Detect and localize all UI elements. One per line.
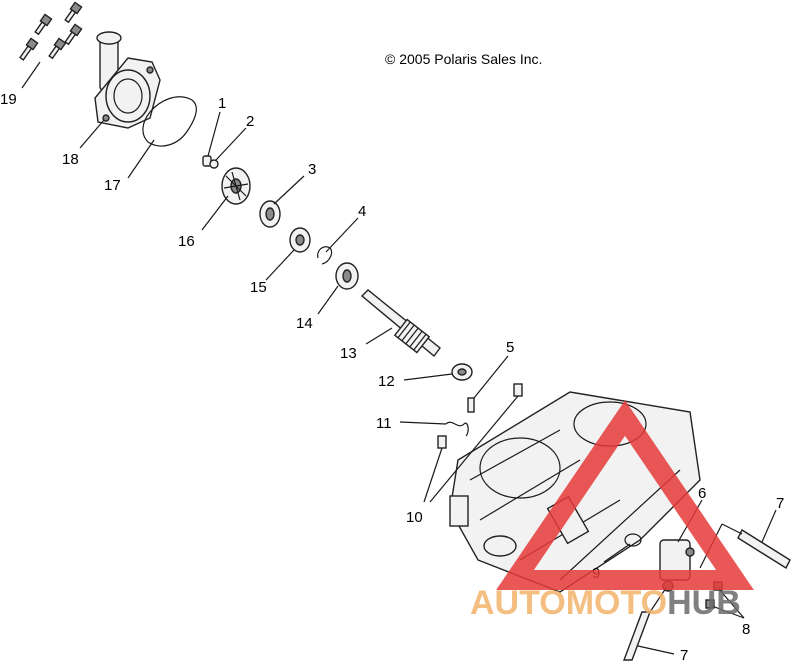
spring-part-11 (445, 421, 469, 437)
gasket (142, 96, 197, 147)
watermark-auto: AUTO (470, 584, 566, 622)
callout-7-upper: 7 (776, 495, 784, 512)
callout-7-lower: 7 (680, 647, 688, 664)
washer-part-2 (209, 159, 219, 169)
callout-18: 18 (62, 151, 79, 168)
callout-6: 6 (698, 485, 706, 502)
callout-13: 13 (340, 345, 357, 362)
callout-2: 2 (246, 113, 254, 130)
callout-17: 17 (104, 177, 121, 194)
pump-cover (94, 31, 161, 129)
callout-19: 19 (0, 91, 17, 108)
callout-10: 10 (406, 509, 423, 526)
callout-5: 5 (506, 339, 514, 356)
bolt-group (19, 1, 83, 61)
hose-upper (737, 528, 791, 570)
bearing-part-15 (289, 227, 311, 253)
callout-4: 4 (358, 203, 366, 220)
callout-1: 1 (218, 95, 226, 112)
callout-11: 11 (376, 415, 392, 432)
watermark-triangle-icon (496, 400, 754, 590)
impeller (221, 167, 251, 205)
callout-12: 12 (378, 373, 395, 390)
callout-15: 15 (250, 279, 267, 296)
seal-part-12 (451, 363, 473, 381)
watermark-text: AUTOMOTOHUB (470, 584, 741, 622)
clip-part-8b (705, 599, 715, 609)
snap-ring (317, 246, 333, 265)
watermark: AUTOMOTOHUB (470, 400, 754, 622)
bearing-part-14 (335, 262, 359, 290)
hose-line-lower (649, 587, 667, 613)
pump-shaft (360, 289, 441, 358)
hose-lower (622, 611, 652, 661)
pin-part-10a (513, 383, 523, 397)
callout-14: 14 (296, 315, 313, 332)
o-ring (624, 533, 642, 547)
callout-3: 3 (308, 161, 316, 178)
callout-8: 8 (742, 621, 750, 638)
pin-part-5 (467, 397, 475, 413)
pin-part-10b (437, 435, 447, 449)
callout-16: 16 (178, 233, 195, 250)
copyright-text: © 2005 Polaris Sales Inc. (385, 51, 542, 67)
watermark-moto: MOTO (566, 584, 667, 622)
leader-lines (21, 61, 777, 655)
watermark-hub: HUB (667, 584, 741, 622)
seal-part-3 (259, 200, 281, 228)
